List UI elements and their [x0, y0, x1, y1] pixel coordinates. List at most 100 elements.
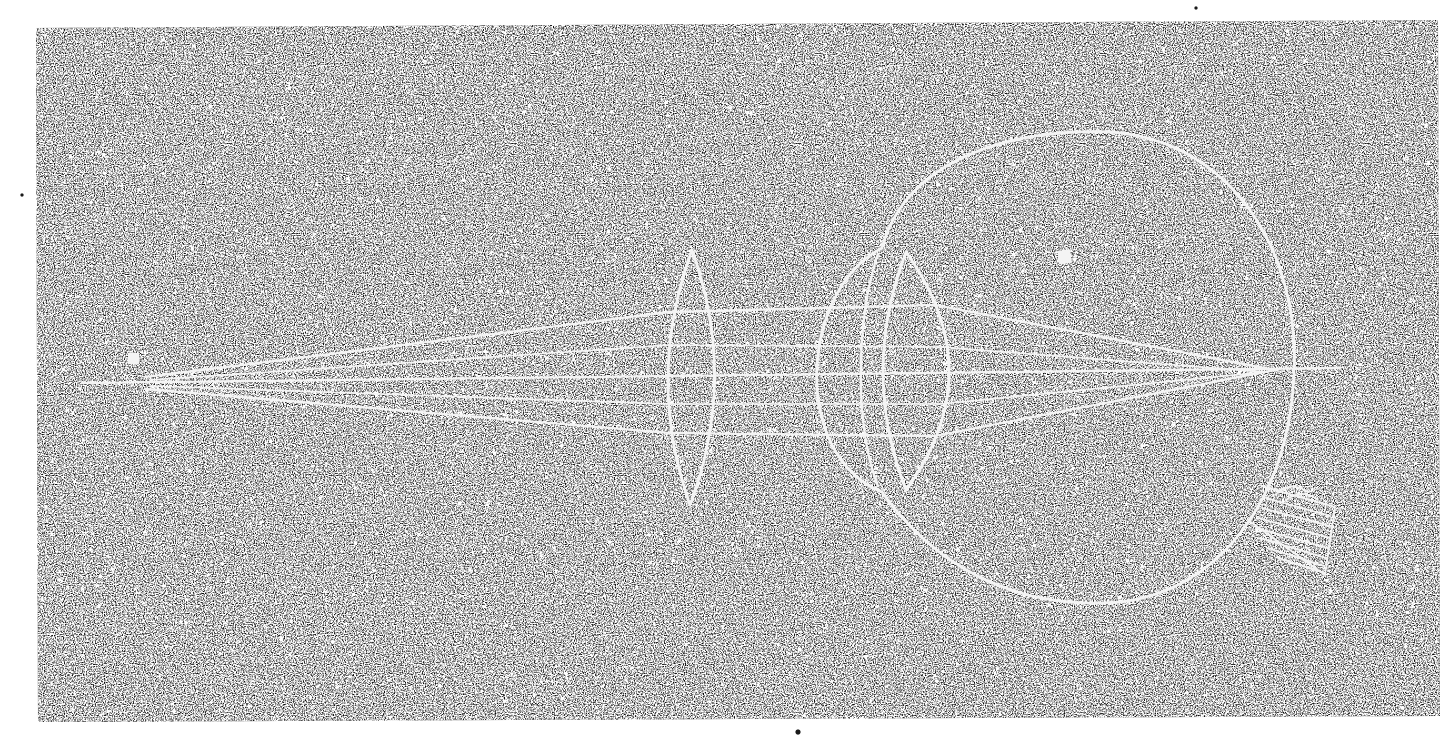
speck	[1158, 245, 1160, 248]
speck	[192, 45, 195, 48]
speck	[502, 193, 505, 195]
speck	[757, 537, 760, 539]
speck	[685, 478, 686, 481]
speck	[1164, 717, 1165, 718]
speck	[1378, 456, 1380, 457]
speck	[1037, 614, 1039, 615]
speck	[171, 702, 174, 705]
speck	[113, 710, 114, 712]
speck	[676, 245, 677, 248]
speck	[1425, 517, 1427, 519]
speck	[1092, 474, 1095, 475]
speck	[160, 100, 162, 102]
speck	[287, 206, 289, 208]
speck	[349, 360, 350, 362]
speck	[825, 648, 828, 649]
speck	[1323, 71, 1324, 74]
speck	[1150, 119, 1152, 122]
speck	[685, 621, 686, 623]
speck	[814, 501, 815, 502]
speck	[250, 499, 252, 501]
speck	[924, 598, 925, 601]
speck	[800, 145, 802, 148]
speck	[670, 54, 672, 55]
speck	[1145, 52, 1146, 54]
speck	[150, 654, 152, 656]
speck	[1119, 247, 1122, 248]
speck	[1276, 555, 1277, 556]
speck	[264, 626, 265, 628]
speck	[522, 111, 525, 113]
speck	[532, 361, 534, 364]
speck	[505, 188, 506, 190]
speck	[1063, 608, 1066, 610]
speck	[842, 98, 844, 99]
speck	[43, 238, 45, 240]
speck	[1029, 133, 1030, 134]
speck	[42, 386, 44, 388]
speck	[243, 131, 245, 133]
speck	[1318, 327, 1320, 330]
speck	[771, 281, 774, 282]
speck	[220, 532, 223, 535]
speck	[891, 187, 893, 190]
speck	[1293, 568, 1296, 569]
speck	[660, 91, 661, 94]
speck	[1230, 566, 1233, 567]
speck	[892, 138, 893, 139]
speck	[556, 185, 557, 187]
speck	[568, 172, 570, 173]
speck	[579, 98, 580, 100]
speck	[498, 503, 500, 506]
speck	[1018, 34, 1020, 36]
speck	[961, 575, 962, 578]
speck	[798, 648, 801, 651]
speck	[155, 525, 156, 526]
speck	[1410, 125, 1411, 128]
speck	[210, 474, 212, 475]
speck	[1179, 32, 1181, 33]
speck	[608, 541, 611, 544]
speck	[230, 44, 231, 47]
speck	[1066, 291, 1068, 292]
speck	[1426, 229, 1428, 231]
speck	[263, 537, 264, 540]
speck	[283, 221, 284, 223]
speck	[1432, 55, 1435, 57]
speck	[486, 588, 488, 591]
speck	[934, 675, 937, 678]
speck	[1086, 176, 1089, 178]
speck	[381, 605, 384, 607]
speck	[1407, 429, 1408, 432]
speck	[701, 346, 702, 347]
speck	[1192, 72, 1195, 73]
speck	[371, 112, 374, 115]
speck	[1198, 144, 1201, 145]
speck	[1181, 129, 1184, 131]
speck	[752, 232, 753, 234]
speck	[896, 658, 897, 660]
speck	[1285, 622, 1286, 624]
speck	[1435, 364, 1436, 365]
speck	[860, 231, 863, 233]
speck	[826, 624, 828, 626]
speck	[849, 551, 851, 553]
speck	[940, 465, 941, 467]
speck	[325, 591, 327, 594]
speck	[919, 413, 920, 416]
speck	[330, 630, 333, 632]
speck	[1355, 376, 1357, 379]
speck	[1371, 380, 1372, 381]
speck	[599, 465, 600, 468]
speck	[849, 672, 850, 675]
speck	[126, 230, 127, 231]
speck	[280, 526, 283, 527]
speck	[540, 681, 543, 683]
speck	[1116, 687, 1117, 690]
speck	[671, 559, 674, 562]
speck	[1362, 295, 1365, 298]
speck	[894, 143, 896, 145]
speck	[741, 514, 743, 516]
speck	[967, 226, 969, 228]
speck	[1317, 593, 1319, 596]
